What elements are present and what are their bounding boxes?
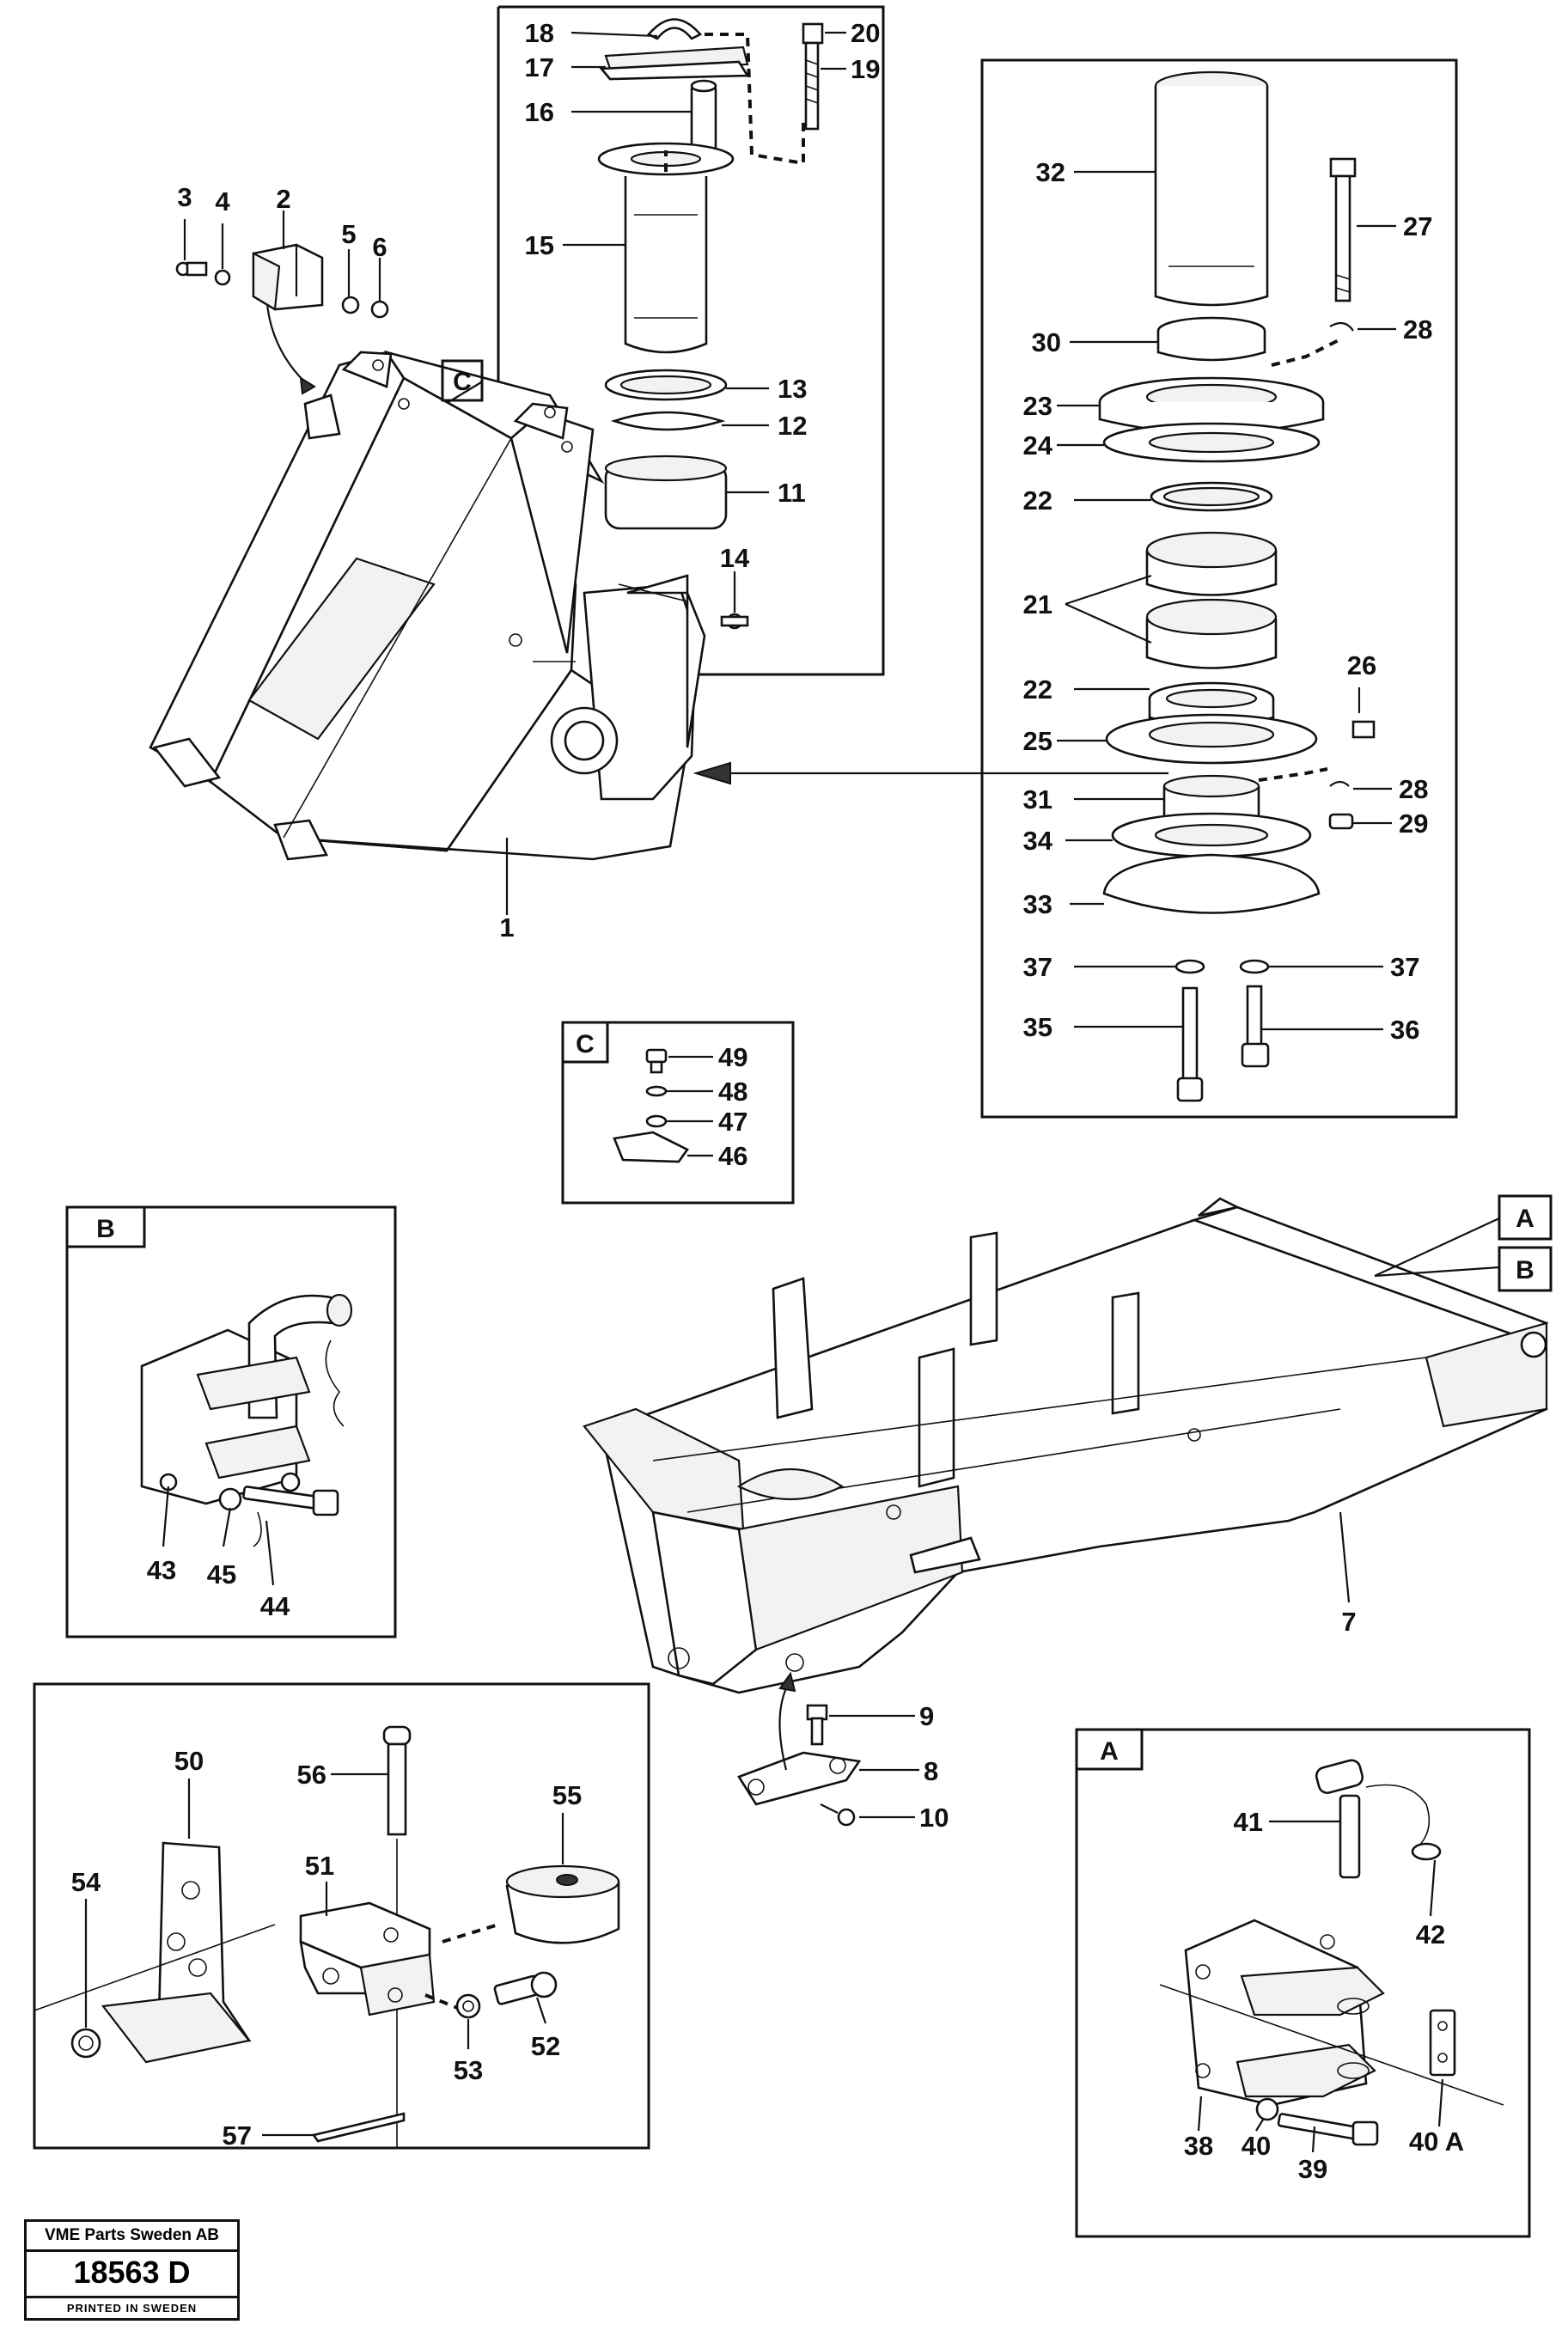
detail-b-tag: B [96, 1215, 115, 1243]
bracket-assembly-50-57 [34, 1725, 620, 2148]
part-label-21: 21 [1023, 589, 1052, 619]
part-label-53: 53 [454, 2055, 483, 2085]
part-label-28-lower: 28 [1399, 774, 1428, 804]
detail-b-parts [140, 1293, 353, 1586]
part-label-54: 54 [71, 1867, 101, 1897]
part-label-13: 13 [778, 374, 807, 404]
part-label-41: 41 [1234, 1807, 1263, 1837]
part-label-17: 17 [525, 52, 554, 82]
part-labels: 1 2 3 4 5 6 7 8 9 10 11 12 13 14 15 16 1… [71, 18, 1464, 2184]
part-label-8: 8 [924, 1756, 938, 1786]
title-block-printed: PRINTED IN SWEDEN [27, 2296, 237, 2321]
title-block-drawing-number: 18563 D [73, 2255, 191, 2290]
part-label-46: 46 [718, 1141, 747, 1171]
part-label-57: 57 [223, 2120, 252, 2151]
part-label-45: 45 [207, 1559, 236, 1589]
part-label-1: 1 [499, 912, 514, 943]
part-label-12: 12 [778, 411, 807, 441]
part-label-7: 7 [1341, 1607, 1356, 1637]
upper-pivot-parts [563, 18, 846, 630]
part-label-15: 15 [525, 230, 554, 260]
lower-pivot-parts [692, 70, 1396, 1102]
marker-c-on-frame: C [441, 359, 484, 402]
marker-b-on-frame: B [1498, 1246, 1553, 1292]
frame-bracket-assembly [33, 1682, 650, 2150]
part-label-31: 31 [1023, 784, 1052, 815]
part-label-5: 5 [341, 219, 356, 249]
part-label-49: 49 [718, 1042, 747, 1072]
detail-a-tag: A [1100, 1737, 1119, 1766]
front-frame-drawing [149, 287, 706, 915]
part-label-33: 33 [1023, 889, 1052, 919]
link-arm-8-10 [737, 1671, 919, 1827]
part-label-52: 52 [531, 2031, 560, 2061]
part-label-2: 2 [276, 184, 290, 214]
title-block: VME Parts Sweden AB 18563 D PRINTED IN S… [24, 2219, 240, 2321]
part-label-25: 25 [1023, 726, 1052, 756]
part-label-32: 32 [1036, 157, 1065, 187]
part-label-26: 26 [1347, 650, 1376, 680]
part-label-38: 38 [1184, 2131, 1213, 2161]
detail-c-parts [613, 1048, 713, 1163]
frame-lower-pivot [980, 58, 1458, 1119]
part-label-51: 51 [305, 1851, 334, 1881]
frame-detail-b: B [65, 1205, 397, 1638]
part-label-50: 50 [174, 1746, 204, 1776]
part-label-19: 19 [851, 54, 880, 84]
bracket-assembly-2-6 [175, 211, 389, 319]
part-label-37-left: 37 [1023, 952, 1052, 982]
frame-detail-a: A [1075, 1728, 1531, 2238]
part-label-14: 14 [720, 543, 750, 573]
part-label-4: 4 [215, 186, 230, 217]
part-label-9: 9 [919, 1701, 934, 1731]
part-label-18: 18 [525, 18, 554, 48]
part-label-40: 40 [1242, 2131, 1271, 2161]
svg-text:A: A [1516, 1205, 1534, 1233]
svg-text:C: C [453, 368, 472, 396]
part-label-30: 30 [1032, 327, 1061, 357]
part-label-47: 47 [718, 1107, 747, 1137]
part-label-10: 10 [919, 1803, 949, 1833]
part-label-23: 23 [1023, 391, 1052, 421]
svg-text:B: B [1516, 1256, 1534, 1284]
part-label-34: 34 [1023, 826, 1053, 856]
frame-detail-c: C [561, 1021, 795, 1205]
part-label-24: 24 [1023, 430, 1053, 461]
part-label-6: 6 [372, 232, 387, 262]
part-label-29: 29 [1399, 808, 1428, 839]
part-label-11: 11 [778, 478, 806, 508]
rear-frame-drawing [583, 1197, 1549, 1694]
part-label-27: 27 [1403, 211, 1432, 241]
part-label-16: 16 [525, 97, 554, 127]
title-block-company: VME Parts Sweden AB [27, 2222, 237, 2252]
part-label-56: 56 [297, 1760, 326, 1790]
part-label-20: 20 [851, 18, 880, 48]
part-label-28-upper: 28 [1403, 314, 1432, 345]
part-label-39: 39 [1298, 2154, 1327, 2184]
part-label-37-right: 37 [1390, 952, 1419, 982]
part-label-42: 42 [1416, 1919, 1445, 1949]
marker-a-on-frame: A [1498, 1194, 1553, 1241]
part-label-36: 36 [1390, 1015, 1419, 1045]
part-label-35: 35 [1023, 1012, 1052, 1042]
part-label-43: 43 [147, 1555, 176, 1585]
part-label-22-upper: 22 [1023, 485, 1052, 516]
part-label-44: 44 [260, 1591, 290, 1621]
part-label-3: 3 [177, 182, 192, 212]
detail-a-parts [1159, 1759, 1504, 2153]
part-label-22-lower: 22 [1023, 674, 1052, 705]
detail-c-tag: C [576, 1030, 595, 1059]
part-label-40a: 40 A [1409, 2126, 1464, 2157]
part-label-55: 55 [552, 1780, 582, 1810]
part-label-48: 48 [718, 1077, 747, 1107]
